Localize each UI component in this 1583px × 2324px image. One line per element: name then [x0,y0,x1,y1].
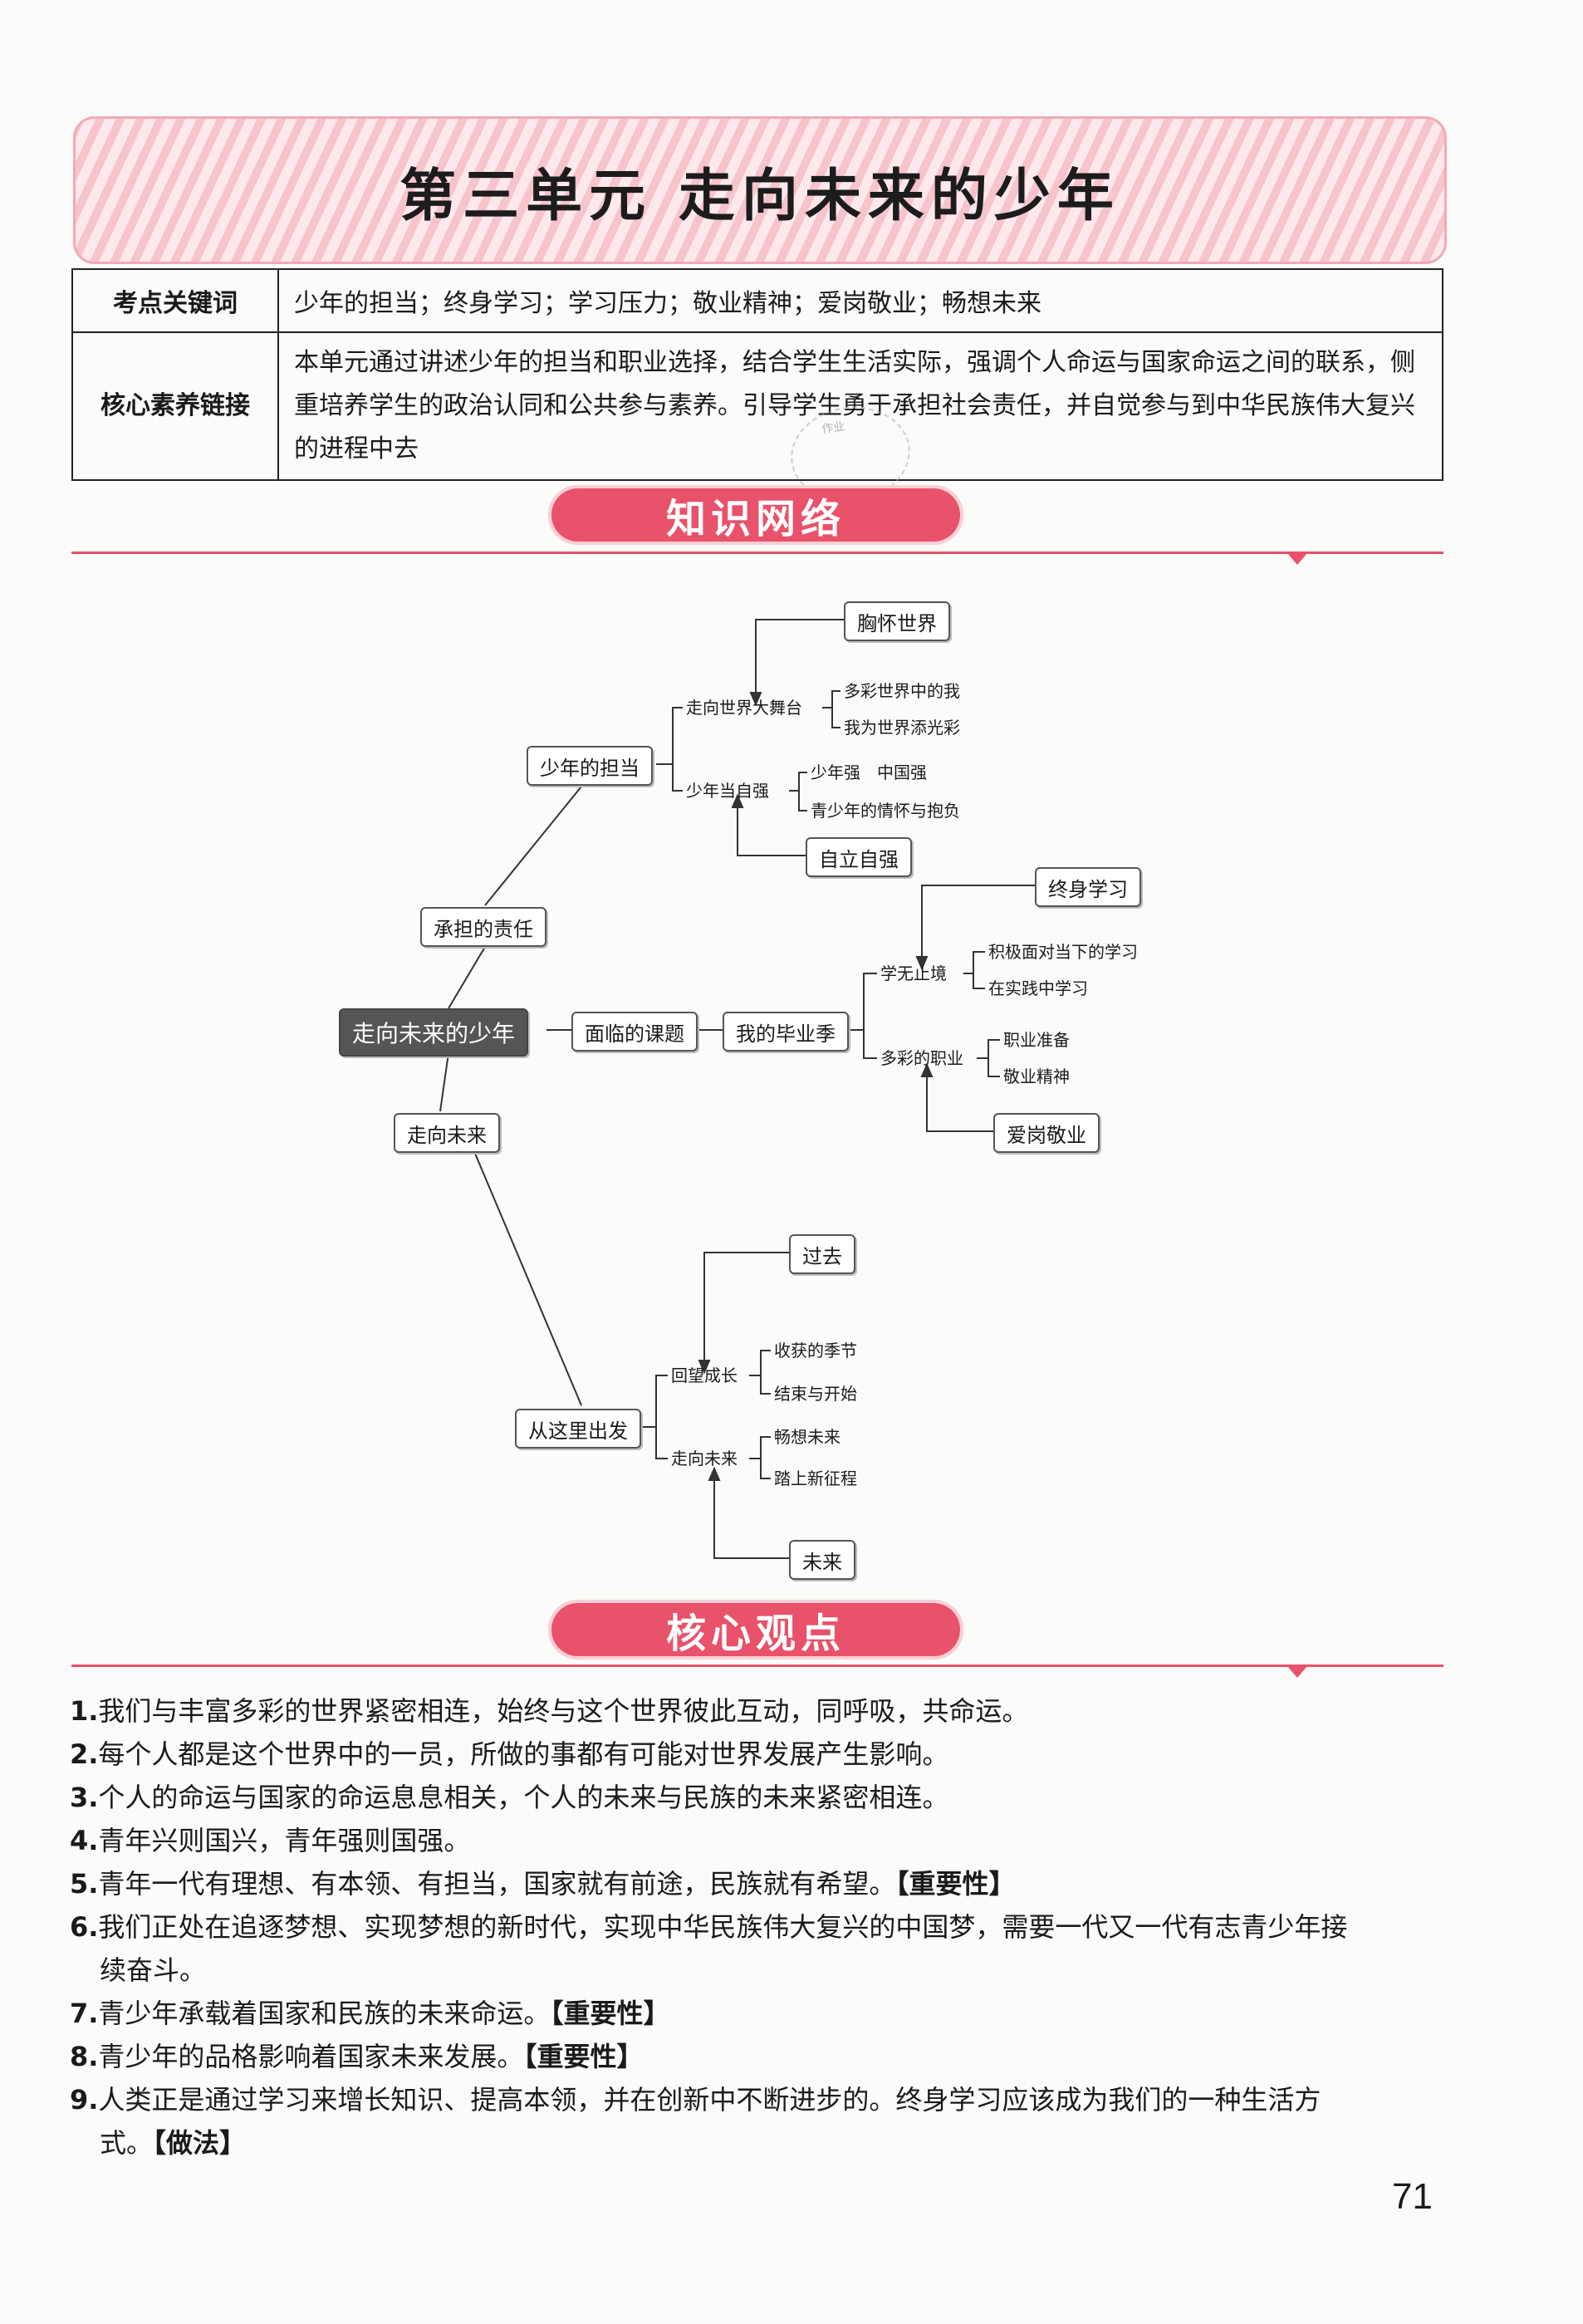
node-lifelong-learning: 终身学习 [1035,867,1141,907]
section-core-views: 核心观点 [548,1600,963,1660]
node-graduation: 我的毕业季 [723,1012,849,1052]
node-love-job: 爱岗敬业 [993,1113,1100,1153]
core-points-list: 1.我们与丰富多彩的世界紧密相连，始终与这个世界彼此互动，同呼吸，共命运。 2.… [70,1689,1448,2165]
point-item: 8.青少年的品格影响着国家未来发展。【重要性】 [70,2041,644,2072]
section-tick [1287,553,1307,565]
keywords-row: 考点关键词 少年的担当；终身学习；学习压力；敬业精神；爱岗敬业；畅想未来 [71,268,1443,333]
label-imagine: 畅想未来 [774,1427,841,1447]
core-text: 本单元通过讲述少年的担当和职业选择，结合学生生活实际，强调个人命运与国家命运之间… [277,331,1443,481]
stamp-text: 作业 [821,419,846,437]
point-tag: 【做法】 [153,2127,247,2159]
label-career-prep: 职业准备 [1003,1030,1070,1050]
keywords-text: 少年的担当；终身学习；学习压力；敬业精神；爱岗敬业；畅想未来 [277,268,1443,333]
section-divider [71,1665,1443,1667]
mindmap-root: 走向未来的少年 [339,1008,529,1057]
point-item: 3.个人的命运与国家的命运息息相关，个人的未来与民族的未来紧密相连。 [70,1782,949,1813]
label-walk-future-sub: 走向未来 [671,1449,738,1468]
point-tag: 【重要性】 [895,1868,1016,1900]
keywords-header: 考点关键词 [71,268,279,333]
label-practice: 在实践中学习 [988,978,1088,998]
section-divider [71,552,1443,554]
label-youth-ambition: 青少年的情怀与抱负 [811,801,960,821]
point-tag: 【重要性】 [550,1998,670,2029]
core-row: 核心素养链接 本单元通过讲述少年的担当和职业选择，结合学生生活实际，强调个人命运… [71,331,1443,481]
label-new-journey: 踏上新征程 [774,1468,857,1488]
section-knowledge-network: 知识网络 [548,485,963,545]
point-item: 7.青少年承载着国家和民族的未来命运。【重要性】 [70,1998,670,2029]
node-walk-future: 走向未来 [394,1113,500,1153]
point-item: 5.青年一代有理想、有本领、有担当，国家就有前途，民族就有希望。【重要性】 [70,1868,1016,1900]
point-tag: 【重要性】 [523,2041,644,2072]
node-youth-duty: 少年的担当 [527,746,653,786]
page-number: 71 [1392,2176,1433,2217]
unit-title-banner: 第三单元 走向未来的少年 [73,116,1447,264]
unit-title: 第三单元 走向未来的少年 [399,163,1120,229]
label-dedication: 敬业精神 [1003,1066,1070,1086]
label-look-back: 回望成长 [671,1365,738,1385]
label-careers: 多彩的职业 [880,1048,963,1068]
label-harvest: 收获的季节 [774,1341,857,1361]
point-item: 4.青年兴则国兴，青年强则国强。 [70,1825,471,1856]
node-topic: 面临的课题 [571,1012,698,1052]
point-item: 2.每个人都是这个世界中的一员，所做的事都有可能对世界发展产生影响。 [70,1738,949,1770]
label-self-strong: 少年当自强 [686,781,769,801]
node-future: 未来 [789,1540,855,1580]
keypoints-table: 考点关键词 少年的担当；终身学习；学习压力；敬业精神；爱岗敬业；畅想未来 核心素… [71,268,1443,481]
node-start-here: 从这里出发 [515,1409,641,1449]
point-item: 6.我们正处在追逐梦想、实现梦想的新时代，实现中华民族伟大复兴的中国梦，需要一代… [70,1911,1348,1986]
label-add-color: 我为世界添光彩 [844,718,960,738]
point-item: 1.我们与丰富多彩的世界紧密相连，始终与这个世界彼此互动，同呼吸，共命运。 [70,1695,1029,1727]
label-endless-learning: 学无止境 [880,963,947,983]
node-past: 过去 [789,1234,855,1274]
node-self-reliance: 自立自强 [806,837,912,877]
core-header: 核心素养链接 [71,331,279,481]
point-item: 9.人类正是通过学习来增长知识、提高本领，并在创新中不断进步的。终身学习应该成为… [70,2084,1321,2159]
label-world-stage: 走向世界大舞台 [686,698,802,718]
label-end-start: 结束与开始 [774,1384,857,1404]
label-colorful-me: 多彩世界中的我 [844,681,960,701]
node-chest-world: 胸怀世界 [844,601,950,641]
section-tick [1287,1666,1307,1678]
label-strong-country: 少年强 中国强 [811,762,927,782]
node-responsibility: 承担的责任 [420,907,546,947]
label-face-now: 积极面对当下的学习 [988,942,1138,962]
